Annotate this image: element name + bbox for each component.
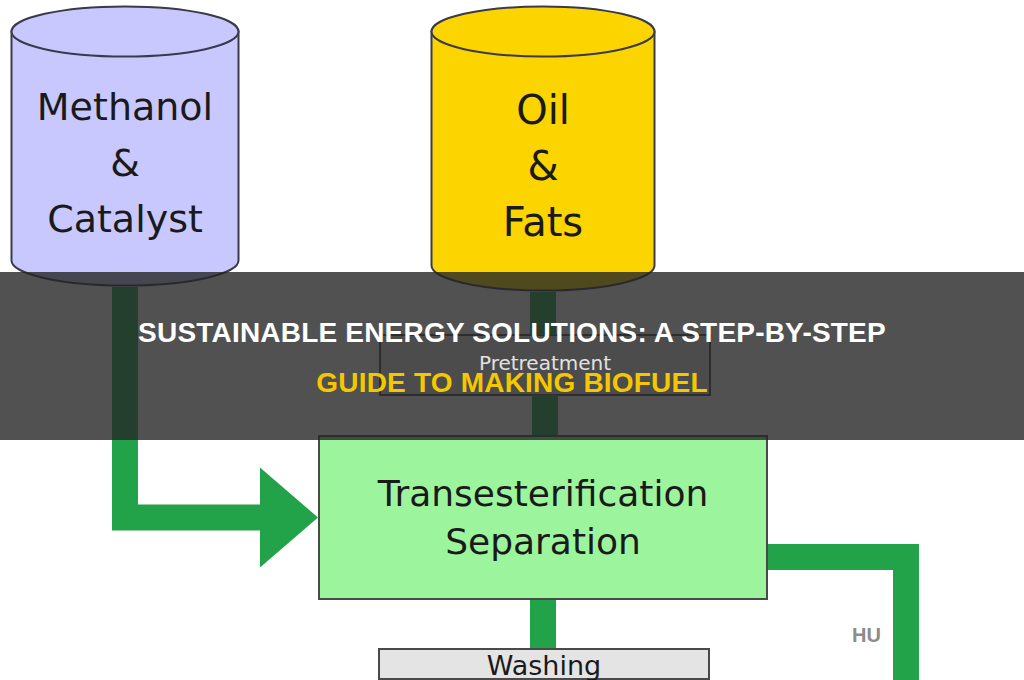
node-text: Washing — [487, 651, 601, 680]
input-tank: Methanol & Catalyst — [10, 5, 240, 287]
cylinder-top — [432, 7, 655, 57]
cylinder-body — [12, 32, 239, 286]
process-box: Pretreatment — [380, 335, 710, 395]
arrow-head — [260, 468, 318, 568]
watermark: HU — [852, 624, 881, 647]
input-tank: Oil & Fats — [430, 5, 656, 292]
flow-line — [530, 600, 556, 648]
process-box: Transesterification Separation — [318, 435, 768, 600]
node-text: Pretreatment — [479, 351, 611, 375]
cylinder-body — [432, 32, 655, 291]
process-box: Washing — [378, 648, 710, 680]
flow-connector — [543, 600, 544, 648]
node-text: Oil & Fats — [498, 82, 588, 250]
node-text: Transesterification Separation — [330, 470, 756, 566]
outflow-line — [768, 557, 906, 680]
cylinder-top — [12, 7, 239, 57]
node-text: Methanol & Catalyst — [30, 79, 220, 247]
